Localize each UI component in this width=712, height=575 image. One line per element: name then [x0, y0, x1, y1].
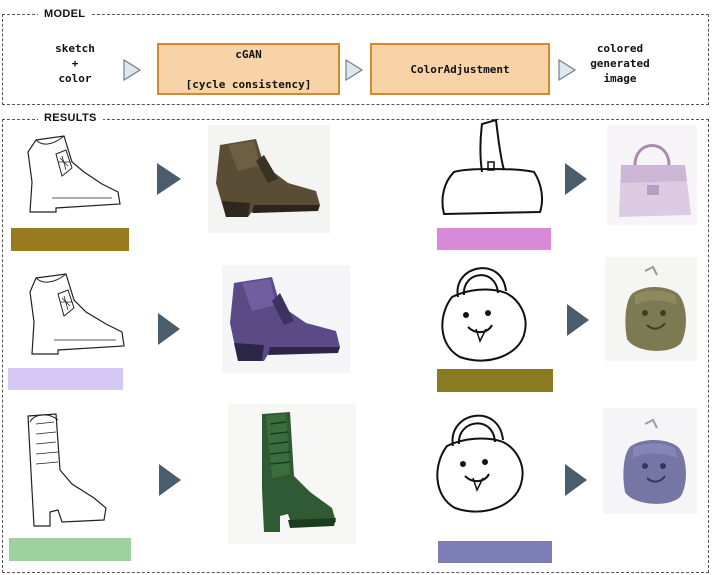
green-boot-image [228, 404, 356, 544]
color-swatch [438, 541, 552, 563]
input-label: sketch + color [45, 41, 105, 86]
model-panel [2, 14, 709, 105]
color-swatch [8, 368, 123, 390]
input-label-line3: color [58, 72, 92, 85]
cgan-box: cGAN [cycle consistency] [157, 43, 340, 95]
arrow-icon [157, 163, 181, 195]
color-swatch [11, 228, 129, 251]
output-label: colored generated image [580, 41, 660, 86]
shoe-sketch-icon [29, 273, 125, 355]
brown-shoe-image [208, 125, 330, 233]
arrow-icon [123, 59, 141, 81]
blue-bag-image [603, 408, 697, 514]
results-panel [2, 119, 709, 573]
arrow-icon [565, 163, 587, 195]
olive-bag-image [605, 257, 697, 361]
output-label-line1: colored [596, 42, 644, 55]
pink-bag-image [607, 125, 697, 225]
purple-shoe-image [222, 265, 350, 373]
arrow-icon [159, 464, 181, 496]
cgan-box-line2: [cycle consistency] [185, 77, 312, 91]
arrow-icon [558, 59, 576, 81]
color-swatch [437, 369, 553, 392]
arrow-icon [158, 313, 180, 345]
shoe-sketch-icon [27, 135, 121, 213]
arrow-icon [567, 304, 589, 336]
color-swatch [9, 538, 131, 561]
boot-sketch-icon [27, 413, 107, 527]
arrow-icon [345, 59, 363, 81]
output-label-line2: generated [590, 57, 650, 70]
bag-sketch-icon [441, 118, 543, 216]
color-swatch [437, 228, 551, 250]
results-panel-title: RESULTS [38, 112, 103, 124]
color-adjustment-box: ColorAdjustment [370, 43, 550, 95]
round-bag-sketch-icon [441, 267, 527, 362]
cgan-box-line1: cGAN [235, 47, 262, 61]
input-label-line2: + [71, 57, 79, 70]
model-panel-title: MODEL [38, 8, 92, 20]
round-bag-sketch-icon [436, 414, 524, 513]
color-adjustment-label: ColorAdjustment [410, 62, 510, 76]
arrow-icon [565, 464, 587, 496]
input-label-line1: sketch [55, 42, 95, 55]
output-label-line3: image [603, 72, 637, 85]
